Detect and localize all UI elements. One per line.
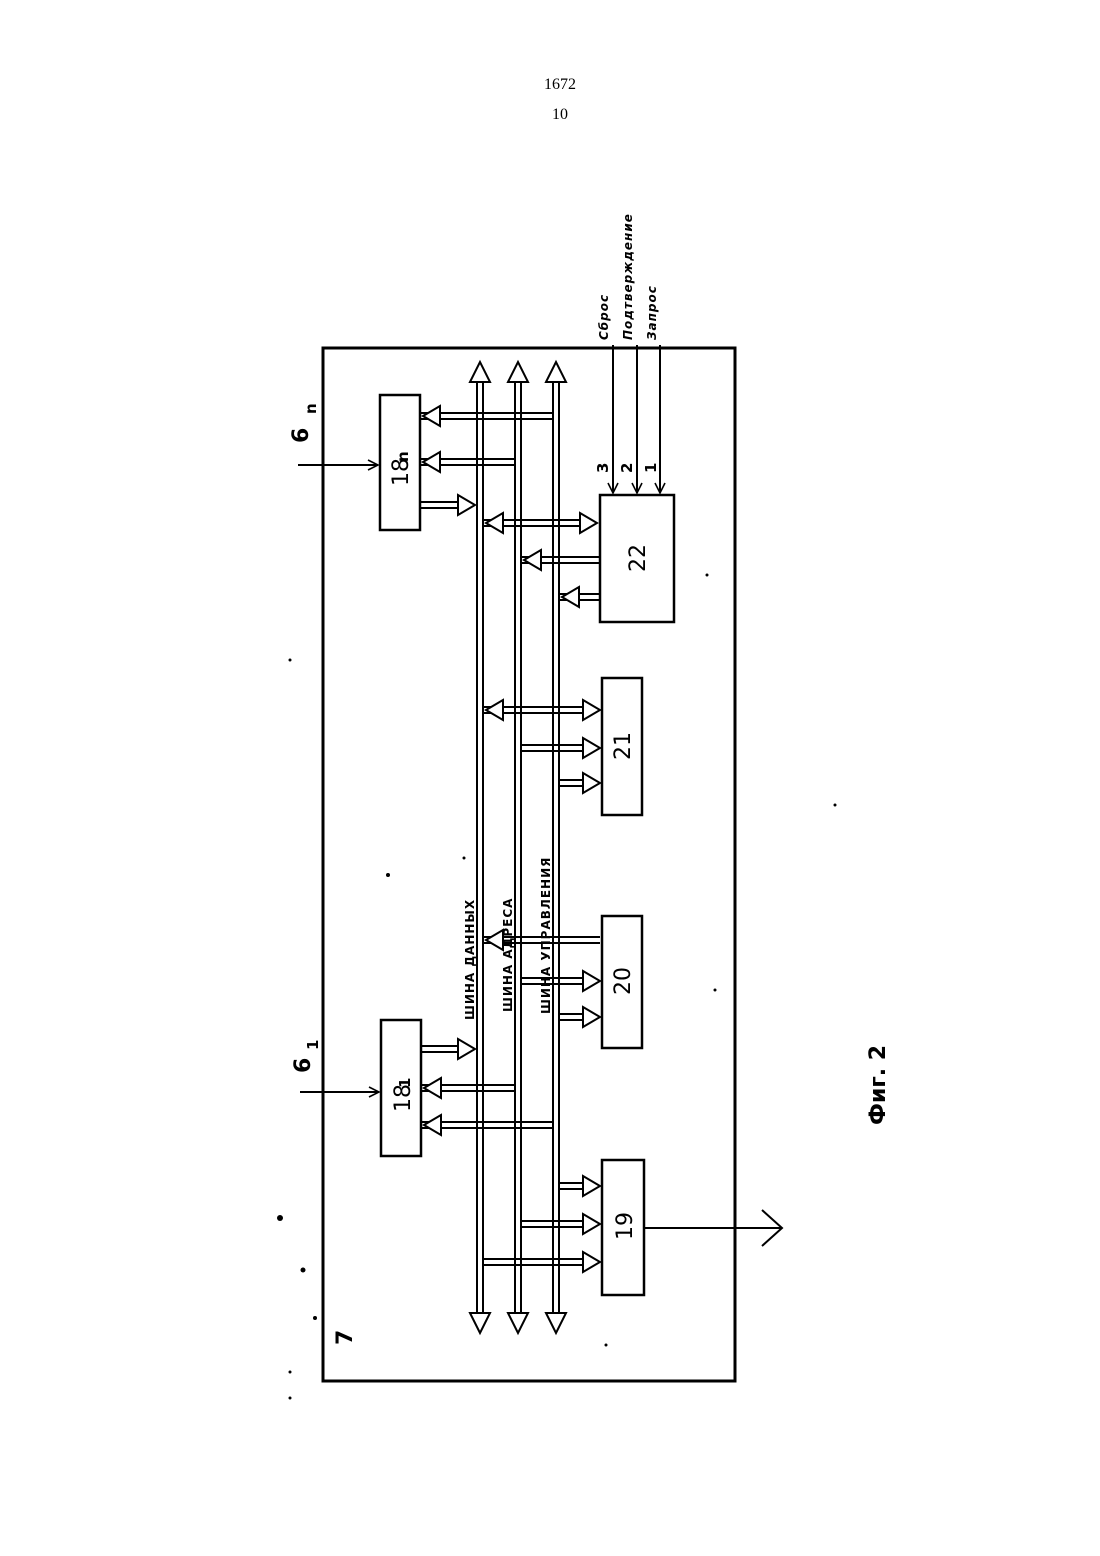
enclosure-label: 7 [333, 1330, 358, 1345]
input-6n-label: 6 [289, 428, 314, 443]
signal-reset-label: Сброс [597, 294, 611, 340]
signal-confirm-label: Подтверждение [621, 213, 635, 340]
data-bus [470, 362, 490, 1333]
block-18n-sub: n [394, 451, 412, 462]
address-bus-label: ШИНА АДРЕСА [501, 898, 515, 1012]
block-20-label: 20 [611, 967, 636, 995]
data-bus-label: ШИНА ДАННЫХ [463, 899, 477, 1020]
block-18-1-connections [421, 1039, 553, 1135]
block-19-output-arrow [644, 1210, 782, 1246]
block-19-label: 19 [613, 1212, 638, 1240]
block-18n-connections [420, 406, 553, 515]
figure-caption: Фиг. 2 [866, 1045, 891, 1125]
block-22-label: 22 [626, 544, 651, 572]
block-19-connections [483, 1176, 600, 1272]
input-61-sub: 1 [304, 1040, 322, 1050]
block-18-1-sub: 1 [396, 1078, 414, 1088]
block-21-label: 21 [611, 732, 636, 760]
block-22-connections [483, 513, 600, 607]
signal-number-2: 2 [618, 463, 636, 473]
input-6n-sub: n [302, 403, 320, 414]
scan-specks [277, 574, 837, 1400]
control-bus-label: ШИНА УПРАВЛЕНИЯ [539, 857, 553, 1014]
input-61-label: 6 [291, 1058, 316, 1073]
signal-number-1: 1 [642, 463, 660, 473]
address-bus [508, 362, 528, 1333]
block-21-connections [483, 700, 600, 793]
signal-number-3: 3 [594, 463, 612, 473]
signal-request-label: Запрос [645, 285, 659, 340]
control-bus [546, 362, 566, 1333]
